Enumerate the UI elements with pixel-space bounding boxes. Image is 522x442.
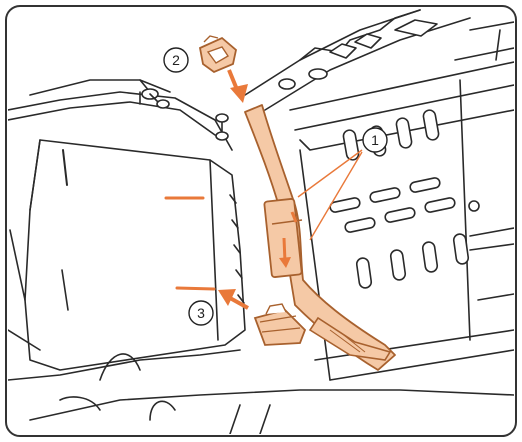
arrow-icon	[218, 289, 249, 310]
strap-clip	[263, 198, 303, 278]
arrow-icon	[279, 237, 291, 268]
bottom-buckle	[253, 303, 307, 346]
right-frame	[289, 61, 514, 381]
leader-line	[297, 149, 363, 198]
strap	[244, 104, 396, 371]
arrow-icon	[227, 69, 248, 103]
callout-3-label: 3	[197, 305, 205, 321]
callout-2: 2	[163, 47, 189, 73]
callout-3: 3	[188, 300, 214, 326]
callout-leaders	[297, 149, 363, 241]
leader-line	[309, 151, 363, 241]
callout-1: 1	[362, 127, 388, 153]
guide-slots	[164, 196, 216, 291]
callout-1-label: 1	[371, 132, 379, 148]
arrows	[218, 69, 298, 310]
callout-2-label: 2	[172, 52, 180, 68]
line-art	[8, 9, 514, 434]
arrow-icon	[290, 211, 298, 223]
top-clip	[198, 35, 237, 74]
guide-slot-lower	[175, 286, 216, 291]
top-machinery	[244, 9, 514, 111]
